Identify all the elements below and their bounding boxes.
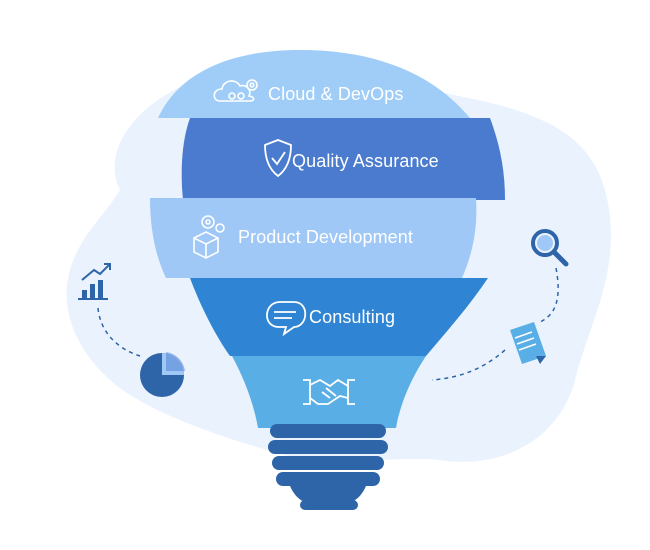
- dashed-connector-right: [431, 267, 559, 381]
- handshake-icon: [303, 378, 355, 405]
- layer-consulting: [190, 278, 488, 356]
- label-quality-assurance: Quality Assurance: [292, 151, 439, 171]
- pie-chart-icon: [140, 352, 185, 397]
- box-gears-icon: [193, 215, 225, 259]
- document-icon: [510, 322, 546, 364]
- label-product-development: Product Development: [238, 227, 413, 247]
- chat-bubble-icon: [266, 301, 307, 337]
- layer-product-development: [150, 198, 477, 278]
- shield-check-icon: [264, 139, 292, 178]
- layer-quality-assurance: [181, 118, 506, 200]
- dashed-connector-left: [97, 307, 141, 357]
- label-consulting: Consulting: [309, 307, 396, 327]
- layer-handshake: [232, 356, 426, 428]
- magnifier-icon: [531, 229, 569, 267]
- label-cloud-devops: Cloud & DevOps: [268, 84, 404, 104]
- bulb-base: [268, 424, 388, 510]
- cloud-gear-icon: [213, 79, 258, 102]
- growth-chart-icon: [78, 263, 111, 300]
